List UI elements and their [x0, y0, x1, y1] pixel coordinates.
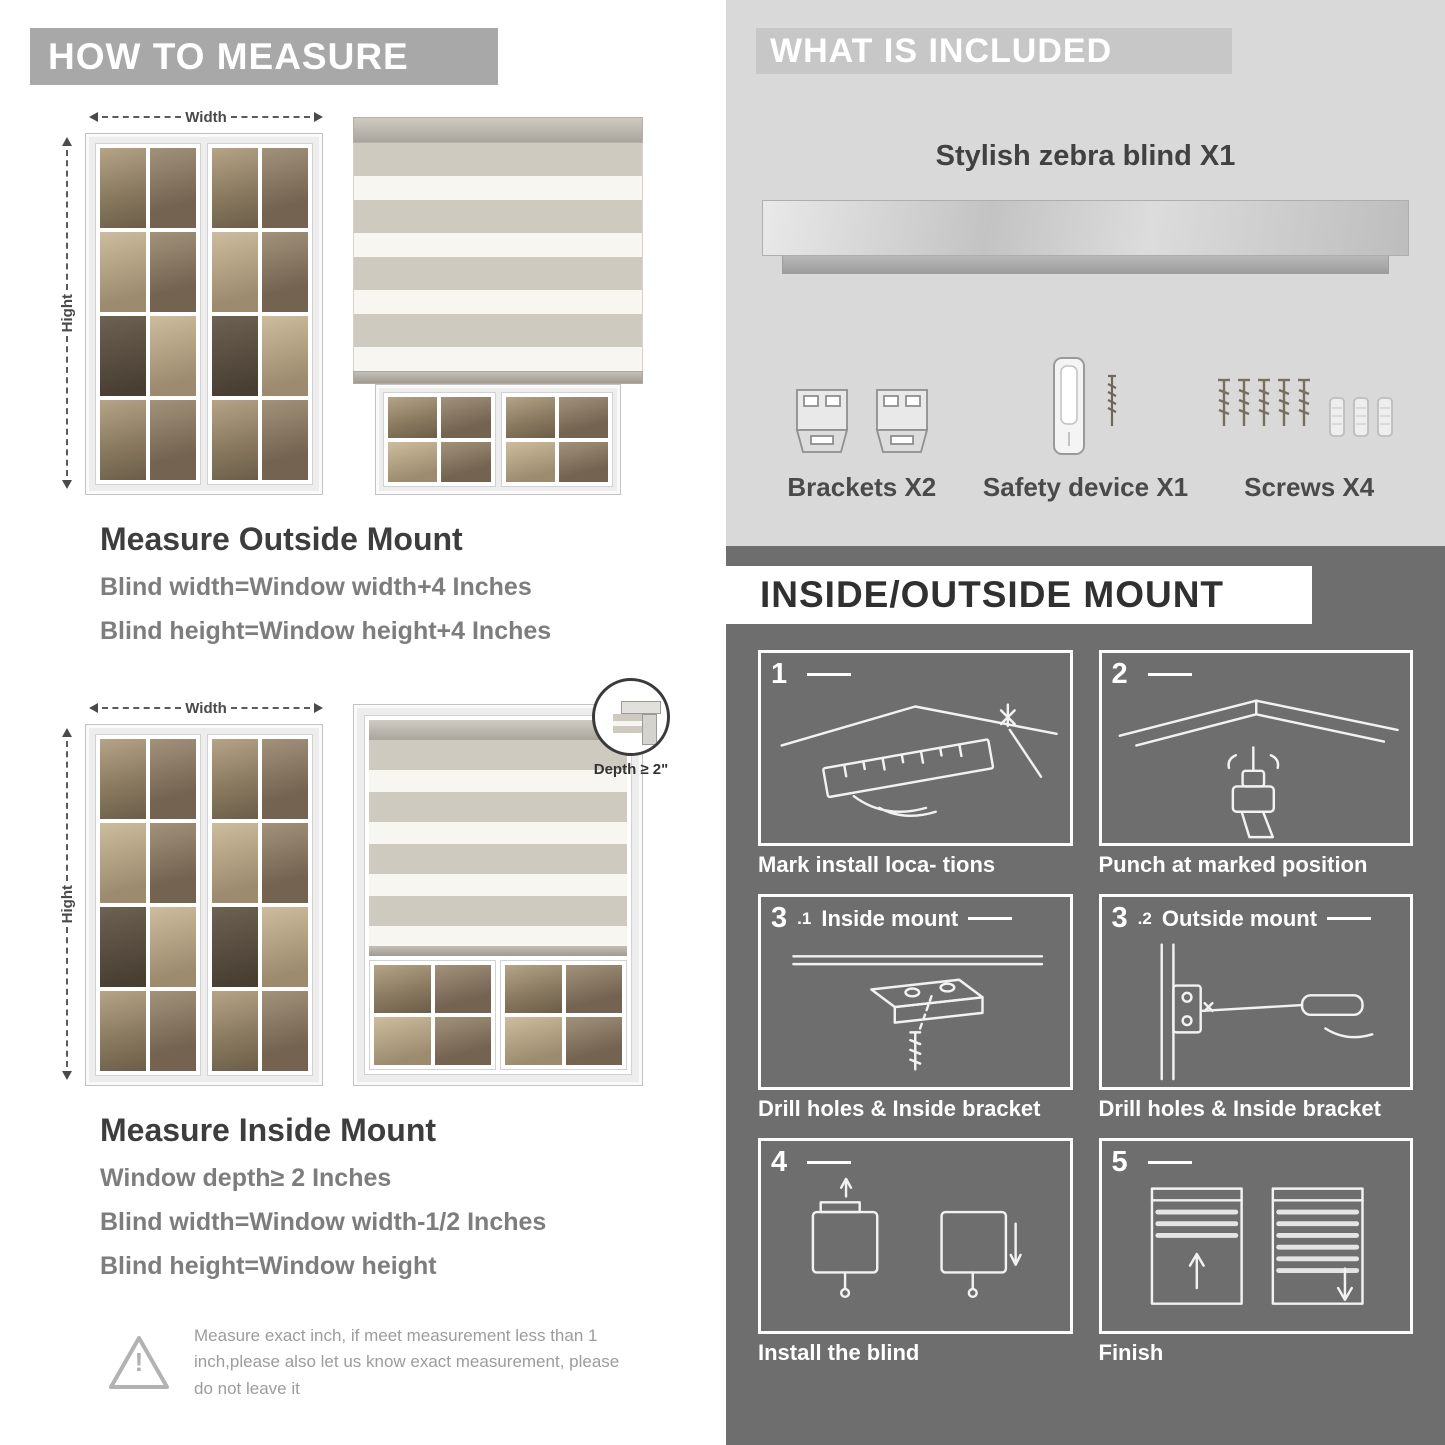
warning-exclamation: !	[134, 1346, 144, 1377]
window-measure-diagram-outside: Width Hight	[55, 103, 327, 495]
measurement-warning: ! Measure exact inch, if meet measuremen…	[106, 1323, 646, 1402]
step-number: 3	[1111, 902, 1128, 934]
step-2: 2	[1098, 650, 1413, 878]
step-1-illustration	[761, 687, 1070, 841]
step-2-caption: Punch at marked position	[1098, 852, 1368, 877]
headrail-bottom-bar	[782, 256, 1389, 274]
included-item-safety-device: Safety device X1	[974, 330, 1198, 503]
included-items: Brackets X2	[750, 330, 1421, 503]
height-measure-arrow: Hight	[57, 728, 77, 1081]
inside-mount-formula-height: Blind height=Window height	[100, 1252, 437, 1280]
arrowhead-right-icon	[314, 703, 324, 713]
arrowhead-left-icon	[89, 112, 98, 122]
step-number: 2	[1111, 658, 1128, 690]
window-under-blind	[375, 384, 621, 495]
width-label: Width	[185, 108, 227, 126]
step-number: 4	[771, 1146, 788, 1178]
step-3-2: 3.2 Outside mount	[1098, 894, 1413, 1122]
height-label: Hight	[58, 884, 76, 924]
headrail-cassette	[762, 200, 1409, 256]
how-to-measure-section: HOW TO MEASURE Width Hight	[0, 0, 712, 1445]
arrowhead-down-icon	[62, 480, 72, 490]
zebra-blind-outside-mount-illustration	[353, 117, 643, 495]
brackets-icon	[789, 330, 935, 458]
safety-device-label: Safety device X1	[982, 472, 1189, 502]
mount-guide-section: INSIDE/OUTSIDE MOUNT 1	[726, 546, 1445, 1445]
safety-device-icon	[1036, 330, 1136, 458]
outside-mount-formula-height: Blind height=Window height+4 Inches	[100, 617, 552, 645]
step-title: Outside mount	[1161, 905, 1318, 931]
step-4-illustration	[761, 1175, 1070, 1329]
inside-mount-depth-rule: Window depth≥ 2 Inches	[100, 1164, 392, 1192]
arrowhead-up-icon	[62, 728, 72, 737]
arrowhead-down-icon	[62, 1071, 72, 1081]
step-4: 4	[758, 1138, 1073, 1366]
how-to-measure-header: HOW TO MEASURE	[30, 28, 498, 85]
blind-zebra-stripes	[353, 143, 643, 371]
blind-zebra-stripes	[369, 740, 627, 946]
depth-detail-circle-icon	[592, 678, 670, 756]
step-5: 5	[1098, 1138, 1413, 1366]
warning-text: Measure exact inch, if meet measurement …	[194, 1326, 620, 1398]
product-label: Stylish zebra blind X1	[935, 140, 1236, 172]
step-3-1-caption: Drill holes & Inside bracket	[758, 1096, 1041, 1121]
step-1: 1	[758, 650, 1073, 878]
blind-headrail	[369, 720, 627, 740]
step-5-caption: Finish	[1098, 1340, 1164, 1365]
step-number: 1	[771, 658, 788, 690]
step-title: Inside mount	[821, 905, 959, 931]
what-is-included-section: WHAT IS INCLUDED Stylish zebra blind X1	[726, 0, 1445, 546]
width-measure-arrow: Width	[89, 698, 324, 718]
step-5-illustration	[1102, 1175, 1411, 1329]
arrowhead-right-icon	[314, 112, 324, 122]
step-3-1-illustration	[761, 931, 1070, 1085]
window-sash-right	[207, 143, 313, 485]
window-illustration	[85, 724, 323, 1086]
included-item-screws: Screws X4	[1197, 330, 1421, 503]
step-number: 5	[1111, 1146, 1128, 1178]
headrail-product-image	[762, 200, 1409, 274]
depth-requirement-callout: Depth ≥ 2"	[571, 678, 691, 778]
outside-mount-title: Measure Outside Mount	[100, 521, 463, 557]
inside-mount-formula-width: Blind width=Window width-1/2 Inches	[100, 1208, 547, 1236]
width-label: Width	[185, 699, 227, 717]
what-is-included-header: WHAT IS INCLUDED	[756, 28, 1232, 74]
window-illustration	[85, 133, 323, 495]
right-column: WHAT IS INCLUDED Stylish zebra blind X1	[726, 0, 1445, 1445]
included-item-brackets: Brackets X2	[750, 330, 974, 503]
outside-mount-formula-width: Blind width=Window width+4 Inches	[100, 573, 532, 601]
step-2-illustration	[1102, 687, 1411, 841]
width-measure-arrow: Width	[89, 107, 324, 127]
step-4-caption: Install the blind	[758, 1340, 920, 1365]
height-label: Hight	[58, 293, 76, 333]
step-number: 3	[771, 902, 788, 934]
arrowhead-up-icon	[62, 137, 72, 146]
warning-triangle-icon: !	[106, 1333, 172, 1393]
window-under-blind	[369, 960, 627, 1070]
window-measure-diagram-inside: Width Hight	[55, 694, 327, 1086]
screws-icon	[1214, 330, 1404, 458]
inside-mount-title: Measure Inside Mount	[100, 1112, 437, 1148]
step-1-caption: Mark install loca- tions	[758, 852, 996, 877]
blind-bottomrail	[369, 946, 627, 956]
screws-label: Screws X4	[1244, 472, 1375, 502]
blind-headrail	[353, 117, 643, 143]
blind-bottomrail	[353, 371, 643, 384]
arrowhead-left-icon	[89, 703, 98, 713]
depth-label: Depth ≥ 2"	[593, 761, 669, 778]
zebra-blind-inside-mount-illustration	[353, 704, 643, 1086]
outside-mount-illustrations: Width Hight	[55, 103, 712, 495]
step-3-1: 3.1 Inside mount	[758, 894, 1073, 1122]
step-3-2-illustration	[1102, 931, 1411, 1085]
height-measure-arrow: Hight	[57, 137, 77, 490]
step-3-2-caption: Drill holes & Inside bracket	[1098, 1096, 1381, 1121]
mount-steps-grid: 1	[758, 650, 1413, 1366]
mount-guide-header: INSIDE/OUTSIDE MOUNT	[726, 566, 1312, 624]
brackets-label: Brackets X2	[787, 472, 937, 502]
window-sash-left	[95, 143, 201, 485]
inside-mount-illustrations: Width Hight	[55, 678, 712, 1086]
